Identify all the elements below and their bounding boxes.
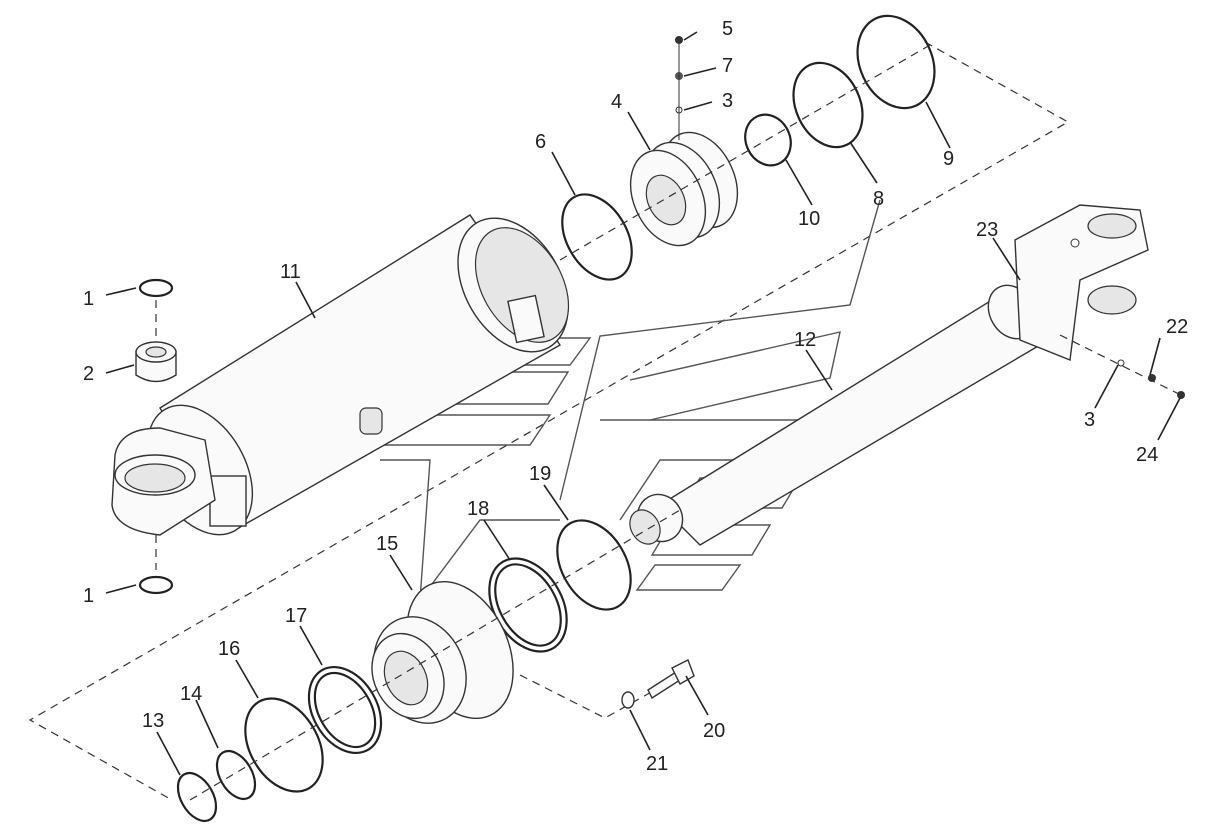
barrel-eye (111, 427, 216, 536)
head-ring-17 (307, 665, 383, 755)
callout-19: 19 (529, 463, 551, 485)
piston (629, 131, 739, 247)
callout-1-bottom: 1 (83, 585, 94, 607)
nut-small (1177, 391, 1185, 399)
grease-fitting (1117, 359, 1125, 367)
piston-axis (559, 44, 931, 261)
piston-seal-ring (561, 193, 633, 281)
head-ring-17-inner (313, 671, 377, 749)
callout-10: 10 (798, 208, 820, 230)
callout-24: 24 (1136, 444, 1158, 466)
callout-5: 5 (722, 18, 733, 40)
rod-ring-18-inner (494, 563, 562, 647)
callout-23: 23 (976, 219, 998, 241)
retaining-ring-top (138, 278, 174, 298)
callout-20: 20 (703, 720, 725, 742)
callout-3-top: 3 (722, 90, 733, 112)
callout-2: 2 (83, 363, 94, 385)
callout-1-top: 1 (83, 288, 94, 310)
callout-6: 6 (535, 131, 546, 153)
callout-22: 22 (1166, 316, 1188, 338)
callout-4: 4 (611, 91, 622, 113)
callout-21: 21 (646, 753, 668, 775)
callout-9: 9 (943, 148, 954, 170)
callout-17: 17 (285, 605, 307, 627)
callout-13: 13 (142, 710, 164, 732)
head-ring-16 (244, 697, 324, 793)
cylinder-head (371, 580, 514, 724)
head-axis (189, 509, 681, 801)
retaining-ring-bottom (138, 575, 174, 595)
rod-ring-19 (556, 519, 632, 611)
callout-15: 15 (376, 533, 398, 555)
bushing (135, 341, 177, 383)
assembly-boundary (28, 41, 1070, 801)
washer (621, 691, 635, 709)
head-ring-13 (176, 772, 218, 822)
callout-16: 16 (218, 638, 240, 660)
rod-clevis (1014, 204, 1149, 361)
piston-rod (629, 284, 1042, 546)
leader-lines (105, 31, 1181, 776)
callout-8: 8 (873, 188, 884, 210)
head-ring-14 (215, 750, 257, 800)
callout-14: 14 (180, 683, 202, 705)
bolt-boundary (519, 674, 681, 719)
callout-11: 11 (280, 261, 301, 283)
piston-seal (856, 14, 936, 110)
set-screw (675, 36, 683, 44)
callout-18: 18 (467, 498, 489, 520)
wear-ring (792, 61, 864, 149)
callout-labels: 1 2 1 11 5 7 3 4 6 10 8 9 23 22 3 24 12 … (83, 18, 1188, 775)
bolt (647, 659, 695, 700)
callout-12: 12 (794, 329, 816, 351)
callout-3-bottom: 3 (1084, 409, 1095, 431)
callout-7: 7 (722, 55, 733, 77)
o-ring-small (744, 113, 792, 167)
clevis-pin-axis (1059, 334, 1186, 398)
